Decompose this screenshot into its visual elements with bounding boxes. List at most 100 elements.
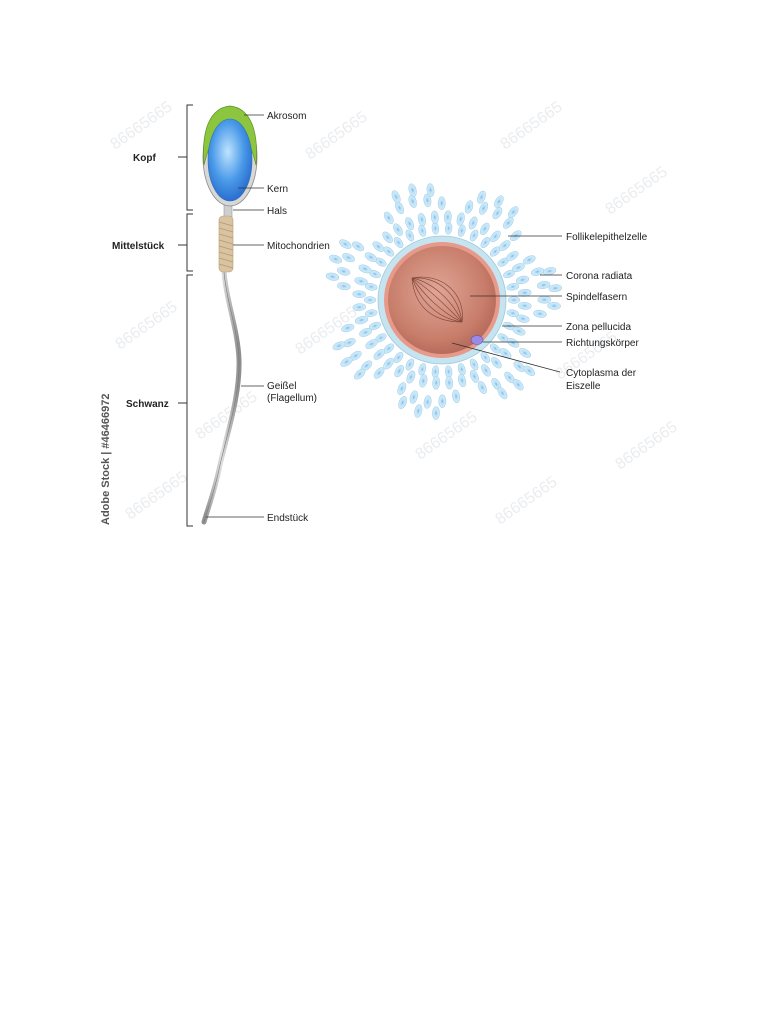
follicle-cell — [479, 222, 490, 236]
follicle-cell — [365, 309, 378, 317]
follicle-cell — [364, 252, 378, 263]
follicle-cell — [332, 341, 346, 351]
label-endstueck: Endstück — [267, 513, 309, 524]
follicle-cell — [516, 314, 530, 323]
follicle-cell — [503, 217, 514, 229]
follicle-cell — [406, 370, 416, 384]
sperm-leader-lines — [206, 114, 264, 518]
follicle-cell — [372, 241, 385, 252]
follicle-cell — [479, 201, 489, 215]
watermark-text: 86665665 — [613, 418, 681, 473]
follicle-cell — [352, 241, 365, 252]
follicle-cell — [408, 183, 417, 197]
follicle-cell — [405, 229, 415, 242]
follicle-cell — [383, 246, 395, 257]
follicle-cell — [437, 196, 446, 210]
follicle-cell — [431, 365, 440, 378]
follicle-cell — [432, 376, 441, 390]
follicle-cell — [513, 361, 526, 372]
follicle-cell — [414, 404, 423, 418]
follicle-cell — [468, 216, 478, 230]
follicle-cell — [365, 283, 378, 291]
follicle-cell — [337, 267, 351, 276]
section-label-schwanz: Schwanz — [126, 399, 169, 410]
label-mitochondrien: Mitochondrien — [267, 241, 330, 252]
nucleus — [207, 118, 253, 202]
follicle-cell — [405, 217, 415, 230]
watermark-text: 86665665 — [603, 163, 671, 218]
follicle-cell — [491, 357, 502, 369]
follicle-cell — [405, 358, 415, 371]
follicle-cell — [445, 375, 454, 390]
follicle-cell — [432, 406, 440, 420]
section-brackets — [178, 104, 193, 527]
follicle-cell — [512, 263, 525, 273]
follicle-cell — [456, 212, 465, 226]
follicle-cell — [547, 302, 561, 310]
follicle-cell — [393, 352, 404, 363]
label-hals: Hals — [267, 206, 287, 217]
follicle-cell — [494, 195, 504, 208]
follicle-cell — [354, 316, 369, 325]
watermark-text: 86665665 — [108, 98, 176, 153]
follicle-cell — [430, 210, 439, 225]
follicle-cell — [325, 272, 340, 281]
follicle-cell — [469, 229, 479, 242]
follicle-cell — [373, 349, 385, 360]
follicle-cell — [426, 183, 435, 197]
follicle-cell — [383, 211, 394, 224]
follicle-cell — [341, 323, 355, 333]
follicle-cell — [383, 357, 394, 370]
follicle-cell — [337, 282, 351, 291]
follicle-cell — [354, 368, 366, 380]
section-label-mittelstueck: Mittelstück — [112, 241, 165, 252]
label-kern: Kern — [267, 184, 288, 195]
follicle-cell — [393, 237, 404, 248]
follicle-cell — [365, 339, 378, 349]
follicle-cell — [352, 290, 366, 299]
egg-leader-lines — [451, 235, 562, 373]
follicle-cell — [515, 275, 530, 284]
follicle-cell — [329, 254, 343, 264]
follicle-cell — [363, 296, 377, 304]
watermark-text: 86665665 — [123, 468, 191, 523]
follicle-cell — [506, 337, 520, 348]
follicle-cell — [489, 343, 501, 354]
follicle-cell — [359, 327, 372, 337]
label-corona-radiata: Corona radiata — [566, 271, 633, 282]
follicle-cell — [393, 223, 403, 236]
follicle-cell — [419, 374, 428, 388]
follicle-cell — [409, 390, 418, 404]
follicle-cell-layer — [325, 183, 563, 420]
follicle-cell — [397, 382, 407, 395]
follicle-cell — [452, 389, 461, 404]
follicle-cell — [358, 264, 372, 274]
mitochondria-pattern — [218, 221, 234, 269]
follicle-cell — [518, 301, 532, 310]
label-akrosom: Akrosom — [267, 111, 306, 122]
follicle-cell — [391, 190, 401, 204]
follicle-cell — [530, 267, 545, 276]
section-label-kopf: Kopf — [133, 153, 156, 164]
label-flagellum: (Flagellum) — [267, 393, 317, 404]
follicle-cell — [499, 348, 512, 359]
label-eiszelle: Eiszelle — [566, 381, 601, 392]
stock-credit: Adobe Stock | #46466972 — [100, 394, 112, 525]
follicle-cell — [354, 277, 368, 286]
follicle-cell — [382, 231, 393, 243]
sperm-tail-outline — [203, 271, 240, 523]
label-richtungskoerper: Richtungskörper — [566, 338, 639, 349]
follicle-cell — [512, 326, 526, 336]
follicle-cell — [506, 283, 519, 291]
label-geissel: Geißel — [267, 381, 296, 392]
follicle-cell — [417, 212, 426, 227]
follicle-cell — [492, 207, 503, 220]
follicle-cell — [508, 206, 519, 218]
follicle-cell — [398, 396, 407, 410]
polar-body — [470, 335, 484, 345]
watermark-text: 86665665 — [498, 98, 566, 153]
follicle-cell — [518, 348, 532, 358]
watermark-text: 86665665 — [413, 408, 481, 463]
egg-cytoplasm — [388, 246, 496, 354]
